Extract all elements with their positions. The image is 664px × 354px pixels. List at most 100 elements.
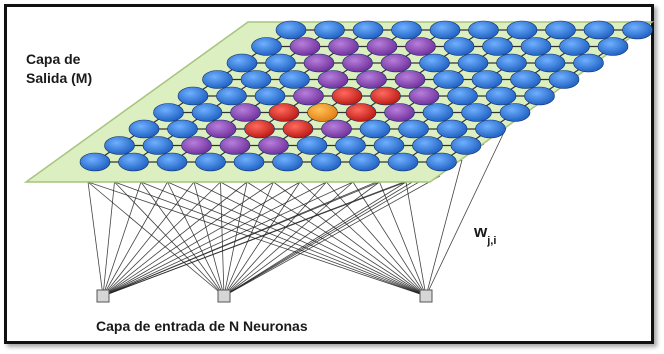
- neighbor-neuron-purple: [328, 37, 359, 56]
- neighbor-neuron-purple: [181, 136, 212, 155]
- weight-subscript: j,i: [487, 235, 497, 247]
- weight-connection: [102, 181, 301, 297]
- neuron-blue: [534, 53, 566, 73]
- neuron-blue: [310, 152, 342, 172]
- input-node: [217, 289, 231, 303]
- weight-connection: [223, 181, 327, 297]
- neuron-blue: [202, 70, 233, 89]
- neuron-blue: [482, 37, 513, 56]
- neuron-blue: [104, 136, 135, 155]
- weight-connection: [102, 181, 354, 297]
- neuron-blue: [391, 20, 422, 40]
- neuron-blue: [349, 152, 380, 172]
- neighbor-neuron-purple: [384, 103, 415, 122]
- input-neurons: [96, 289, 433, 303]
- weight-connection: [167, 181, 427, 297]
- neighbor-neuron-purple: [366, 37, 398, 56]
- neighbor-neuron-red: [268, 103, 300, 122]
- neuron-blue: [524, 86, 555, 106]
- input-node: [419, 289, 433, 303]
- neighbor-neuron-red: [345, 103, 377, 122]
- neuron-blue: [506, 20, 538, 40]
- input-layer-label: Capa de entrada de N Neuronas: [96, 318, 308, 334]
- output-layer-label-line2: Salida (M): [26, 70, 93, 86]
- neuron-blue: [426, 152, 457, 172]
- weight-connection: [114, 181, 225, 297]
- neuron-blue: [499, 103, 531, 122]
- neighbor-neuron-purple: [293, 86, 324, 106]
- output-layer-label: Capa de Salida (M): [26, 50, 156, 88]
- neuron-blue: [128, 119, 160, 139]
- weight-connection: [114, 181, 427, 297]
- neuron-blue: [422, 103, 454, 122]
- weight-connection: [87, 181, 427, 297]
- neighbor-neuron-red: [370, 86, 401, 106]
- neuron-blue: [226, 53, 258, 73]
- neuron-blue: [153, 103, 184, 122]
- neuron-blue: [251, 37, 282, 56]
- neuron-blue: [279, 70, 310, 89]
- neuron-blue: [265, 53, 296, 73]
- weight-connection: [326, 181, 427, 297]
- neuron-blue: [597, 37, 629, 56]
- weight-connection: [167, 181, 225, 297]
- neuron-blue: [398, 119, 429, 139]
- weight-connection: [102, 181, 221, 297]
- weight-symbol: w: [474, 222, 488, 241]
- weight-connection: [352, 181, 427, 297]
- neuron-blue: [240, 70, 272, 89]
- weight-connection: [223, 181, 274, 297]
- neuron-blue: [622, 20, 653, 40]
- weight-connection: [102, 181, 115, 297]
- neuron-blue: [419, 53, 450, 73]
- weight-connection: [102, 181, 327, 297]
- neuron-blue: [118, 152, 149, 172]
- input-node: [96, 289, 110, 303]
- neuron-blue: [485, 86, 517, 106]
- neuron-blue: [233, 152, 265, 172]
- weight-connection: [193, 181, 225, 297]
- weight-connection: [102, 181, 142, 297]
- neuron-blue: [195, 152, 226, 172]
- neuron-blue: [216, 86, 247, 106]
- neuron-blue: [352, 20, 384, 40]
- weight-connection: [220, 181, 225, 297]
- neuron-blue: [583, 20, 615, 40]
- weight-connection: [223, 181, 248, 297]
- winner-neuron: [307, 103, 338, 122]
- neuron-blue: [275, 20, 307, 40]
- neuron-blue: [450, 136, 482, 155]
- neuron-blue: [254, 86, 286, 106]
- neuron-blue: [443, 37, 475, 56]
- neighbor-neuron-purple: [230, 103, 261, 122]
- neuron-blue: [433, 70, 464, 89]
- neuron-blue: [510, 70, 541, 89]
- neuron-blue: [314, 20, 345, 40]
- weight-label: wj,i: [474, 222, 496, 247]
- neighbor-neuron-purple: [289, 37, 321, 56]
- neighbor-neuron-purple: [321, 119, 352, 139]
- output-neurons: [79, 20, 653, 172]
- weight-connection: [299, 181, 427, 297]
- neuron-blue: [296, 136, 328, 155]
- weight-connection: [193, 181, 427, 297]
- weight-connections: [87, 111, 529, 297]
- weight-connection: [140, 181, 427, 297]
- neuron-blue: [548, 70, 580, 89]
- weight-connection: [379, 181, 427, 297]
- weight-connection: [223, 181, 380, 297]
- weight-connection: [223, 181, 407, 297]
- weight-connection: [246, 181, 427, 297]
- neighbor-neuron-red: [244, 119, 275, 139]
- neuron-blue: [520, 37, 552, 56]
- neighbor-neuron-purple: [408, 86, 440, 106]
- neuron-blue: [545, 20, 576, 40]
- neuron-blue: [429, 20, 461, 40]
- neuron-blue: [475, 119, 506, 139]
- neuron-blue: [335, 136, 366, 155]
- weight-connection: [223, 181, 301, 297]
- weight-connection: [273, 181, 427, 297]
- neuron-blue: [387, 152, 419, 172]
- neuron-blue: [373, 136, 405, 155]
